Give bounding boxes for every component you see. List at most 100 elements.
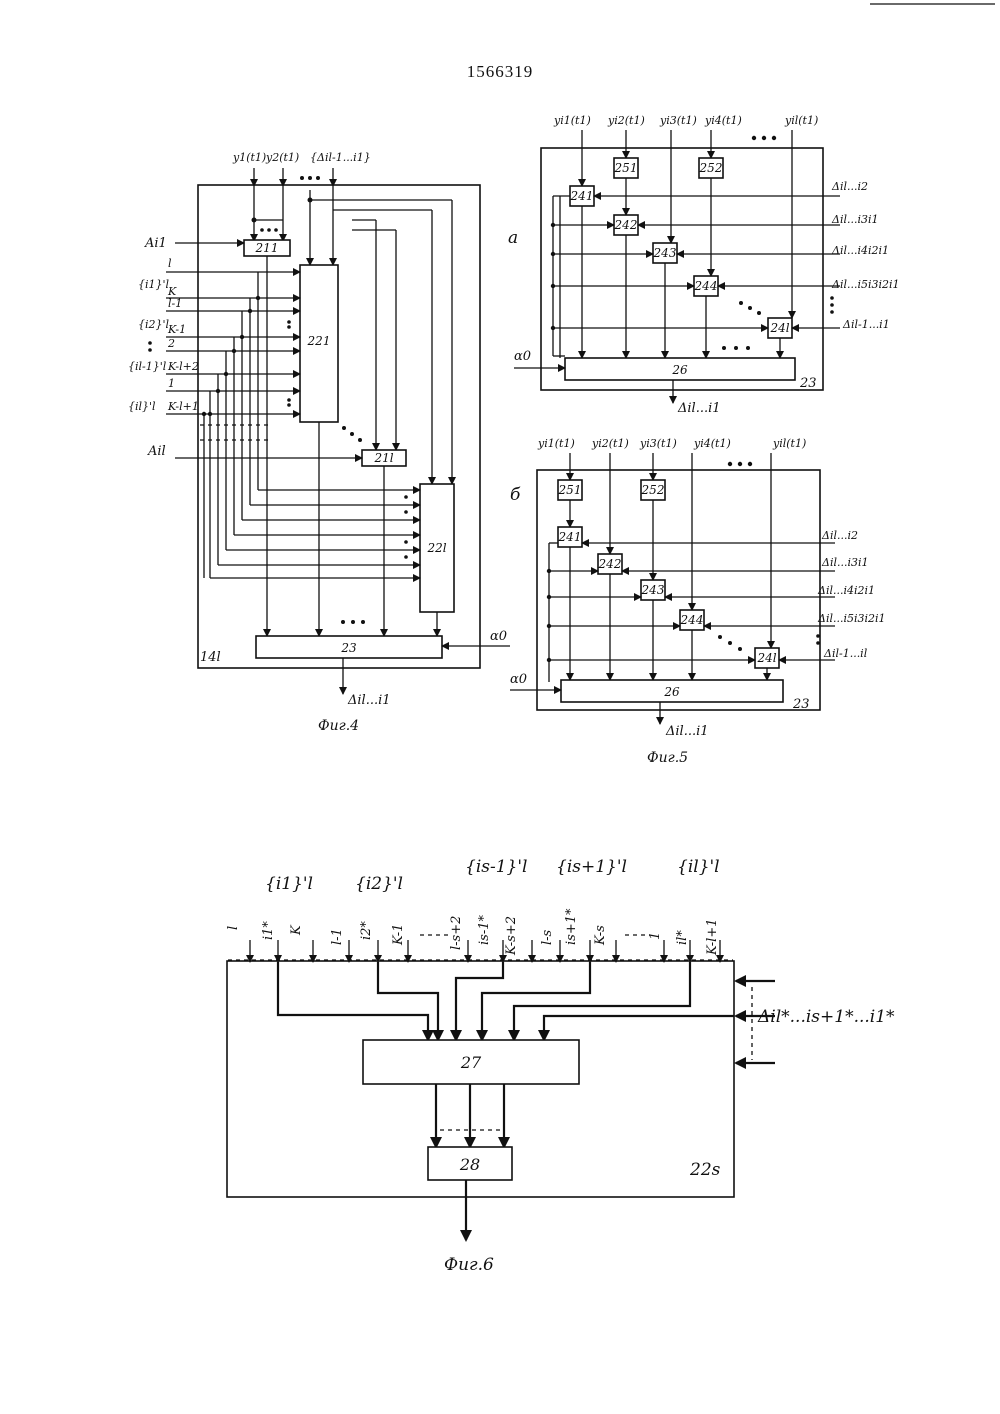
fig4-input-y2: y2(t1) — [265, 151, 299, 164]
svg-text:Δil...i2: Δil...i2 — [831, 180, 868, 193]
svg-text:yi2(t1): yi2(t1) — [591, 437, 629, 450]
svg-text:241: 241 — [558, 530, 582, 544]
fig6-diagram: 22s {i1}'l {i2}'l {is-1}'l {is+1}'l {il}… — [226, 857, 895, 1275]
fig4-input-ail: Ail — [147, 444, 166, 459]
fig5b-diagram: б yi1(t1) yi2(t1) yi3(t1) yi4(t1) yil(t1… — [510, 437, 886, 766]
svg-text:26: 26 — [671, 363, 688, 377]
svg-text:244: 244 — [694, 279, 718, 293]
fig5a-output: Δil...i1 — [677, 401, 721, 416]
svg-text:K-1: K-1 — [167, 323, 186, 336]
fig4-diagram: 14l y1(t1) y2(t1) {Δil-1...i1} 211 Ai1 — [128, 151, 510, 734]
svg-text:K-1: K-1 — [391, 924, 406, 946]
fig5a-diagram: а yi1(t1) yi2(t1) yi3(t1) yi4(t1) yil(t1… — [508, 114, 900, 416]
svg-text:221: 221 — [307, 334, 331, 348]
fig6-group-i1: {i1}'l — [265, 874, 313, 894]
svg-text:1: 1 — [168, 377, 175, 390]
fig6-block-label: 22s — [689, 1160, 721, 1180]
fig6-group-i2: {i2}'l — [355, 874, 403, 894]
svg-text:242: 242 — [598, 557, 622, 571]
svg-text:243: 243 — [653, 246, 677, 260]
fig5a-block-23: 23 — [799, 376, 817, 391]
svg-text:Δil...i4i2i1: Δil...i4i2i1 — [817, 584, 875, 597]
svg-text:i2*: i2* — [359, 921, 374, 940]
svg-text:24l: 24l — [756, 651, 776, 665]
svg-text:242: 242 — [614, 218, 638, 232]
fig6-right-input: Δil*...is+1*...i1* — [757, 1007, 895, 1027]
svg-text:Δil-1...i1: Δil-1...i1 — [842, 318, 890, 331]
fig6-group-il: {il}'l — [677, 857, 720, 877]
svg-text:yi1(t1): yi1(t1) — [553, 114, 591, 127]
svg-text:yi4(t1): yi4(t1) — [704, 114, 742, 127]
fig4-input-il: {il}'l — [128, 400, 156, 413]
svg-text:yi1(t1): yi1(t1) — [537, 437, 575, 450]
svg-text:yil(t1): yil(t1) — [784, 114, 818, 127]
fig4-block-label: 14l — [200, 650, 221, 665]
svg-text:27: 27 — [460, 1053, 482, 1072]
fig6-group-is-1: {is-1}'l — [465, 857, 527, 877]
fig4-alpha: α0 — [490, 629, 507, 644]
svg-text:yi2(t1): yi2(t1) — [607, 114, 645, 127]
svg-text:l-s+2: l-s+2 — [449, 916, 464, 950]
svg-text:251: 251 — [558, 483, 582, 497]
svg-text:2: 2 — [167, 337, 175, 350]
fig5b-frame — [537, 470, 820, 710]
fig6-group-is+1: {is+1}'l — [556, 857, 627, 877]
svg-text:l: l — [226, 926, 241, 930]
svg-text:243: 243 — [641, 583, 665, 597]
svg-text:1: 1 — [648, 932, 663, 940]
svg-text:26: 26 — [663, 685, 680, 699]
svg-text:is+1*: is+1* — [564, 908, 579, 945]
svg-text:K: K — [289, 924, 304, 936]
fig4-output: Δil...i1 — [347, 693, 391, 708]
svg-text:yi3(t1): yi3(t1) — [659, 114, 697, 127]
fig4-caption: Фиг.4 — [318, 718, 359, 734]
fig5b-alpha: α0 — [510, 672, 527, 687]
fig5a-alpha: α0 — [514, 349, 531, 364]
svg-text:211: 211 — [255, 241, 279, 255]
svg-text:Δil-1...il: Δil-1...il — [823, 647, 868, 660]
svg-text:252: 252 — [699, 161, 723, 175]
svg-text:252: 252 — [641, 483, 665, 497]
fig4-input-i2: {i2}'l — [138, 318, 170, 331]
svg-text:yi4(t1): yi4(t1) — [693, 437, 731, 450]
svg-text:is-1*: is-1* — [477, 915, 492, 945]
fig5a-label: а — [508, 228, 518, 248]
svg-text:Δil...i5i3i2i1: Δil...i5i3i2i1 — [817, 612, 886, 625]
svg-text:Δil...i4i2i1: Δil...i4i2i1 — [831, 244, 889, 257]
svg-text:K-s+2: K-s+2 — [504, 916, 519, 956]
svg-text:yi3(t1): yi3(t1) — [639, 437, 677, 450]
svg-text:l-1: l-1 — [168, 297, 182, 310]
svg-text:K-l+2: K-l+2 — [167, 360, 199, 373]
fig4-input-i1: {i1}'l — [138, 278, 170, 291]
svg-text:l: l — [168, 257, 172, 270]
svg-text:Δil...i5i3i2i1: Δil...i5i3i2i1 — [831, 278, 900, 291]
fig5a-frame — [541, 148, 823, 390]
fig4-input-ai1: Ai1 — [144, 236, 167, 251]
svg-text:K-s: K-s — [593, 925, 608, 946]
svg-text:21l: 21l — [373, 451, 393, 465]
svg-text:23: 23 — [340, 641, 357, 655]
svg-text:Δil...i3i1: Δil...i3i1 — [821, 556, 869, 569]
fig5b-label: б — [510, 485, 521, 505]
svg-text:241: 241 — [570, 189, 594, 203]
fig4-input-y1: y1(t1) — [232, 151, 266, 164]
fig5b-block-23: 23 — [792, 697, 810, 712]
svg-text:K-l+1: K-l+1 — [705, 919, 720, 956]
svg-text:i1*: i1* — [261, 921, 276, 940]
fig4-input-delta: {Δil-1...i1} — [310, 151, 371, 164]
svg-text:24l: 24l — [769, 321, 789, 335]
svg-text:K-l+1: K-l+1 — [167, 400, 199, 413]
svg-text:yil(t1): yil(t1) — [772, 437, 806, 450]
svg-text:22l: 22l — [426, 541, 446, 555]
fig4-input-il-1: {il-1}'l — [128, 360, 167, 373]
fig6-caption: Фиг.6 — [444, 1255, 494, 1275]
svg-text:Δil...i3i1: Δil...i3i1 — [831, 213, 879, 226]
svg-text:251: 251 — [614, 161, 638, 175]
svg-text:28: 28 — [459, 1155, 480, 1174]
svg-text:Δil...i2: Δil...i2 — [821, 529, 858, 542]
fig5-caption: Фиг.5 — [647, 750, 688, 766]
svg-text:il*: il* — [675, 930, 690, 945]
fig5b-output: Δil...i1 — [665, 724, 709, 739]
svg-text:l-s: l-s — [540, 929, 555, 945]
